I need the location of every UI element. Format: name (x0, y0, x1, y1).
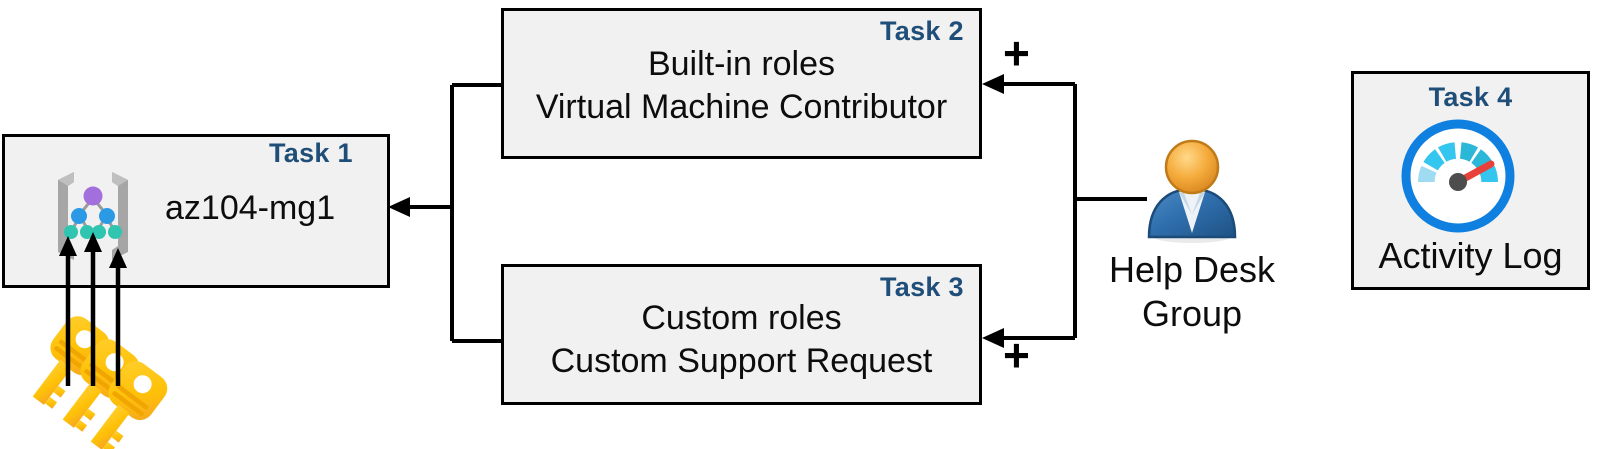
task4-text: Activity Log (1378, 235, 1563, 276)
arrow-from-help-desk-group (975, 74, 1155, 348)
task2-plus: + (1003, 27, 1030, 79)
task1-text: az104-mg1 (165, 189, 336, 227)
task4-label: Task 4 (1428, 82, 1513, 112)
task3-line2: Custom Support Request (550, 342, 933, 380)
gauge-activity-log-icon (1401, 119, 1515, 233)
management-group-icon (48, 166, 138, 266)
key-arrows (52, 232, 142, 386)
task3-plus: + (1003, 329, 1030, 381)
task2-line1: Built-in roles (647, 45, 836, 83)
user-group-icon (1132, 137, 1252, 247)
task3-box[interactable] (501, 264, 982, 405)
task2-line2: Virtual Machine Contributor (535, 88, 948, 126)
task3-label: Task 3 (880, 272, 964, 302)
task1-label: Task 1 (269, 138, 353, 168)
group-line2: Group (1141, 293, 1243, 334)
task2-label: Task 2 (880, 16, 964, 46)
group-line1: Help Desk (1108, 249, 1276, 290)
task3-line1: Custom roles (641, 299, 842, 337)
arrow-to-task1 (386, 80, 506, 346)
